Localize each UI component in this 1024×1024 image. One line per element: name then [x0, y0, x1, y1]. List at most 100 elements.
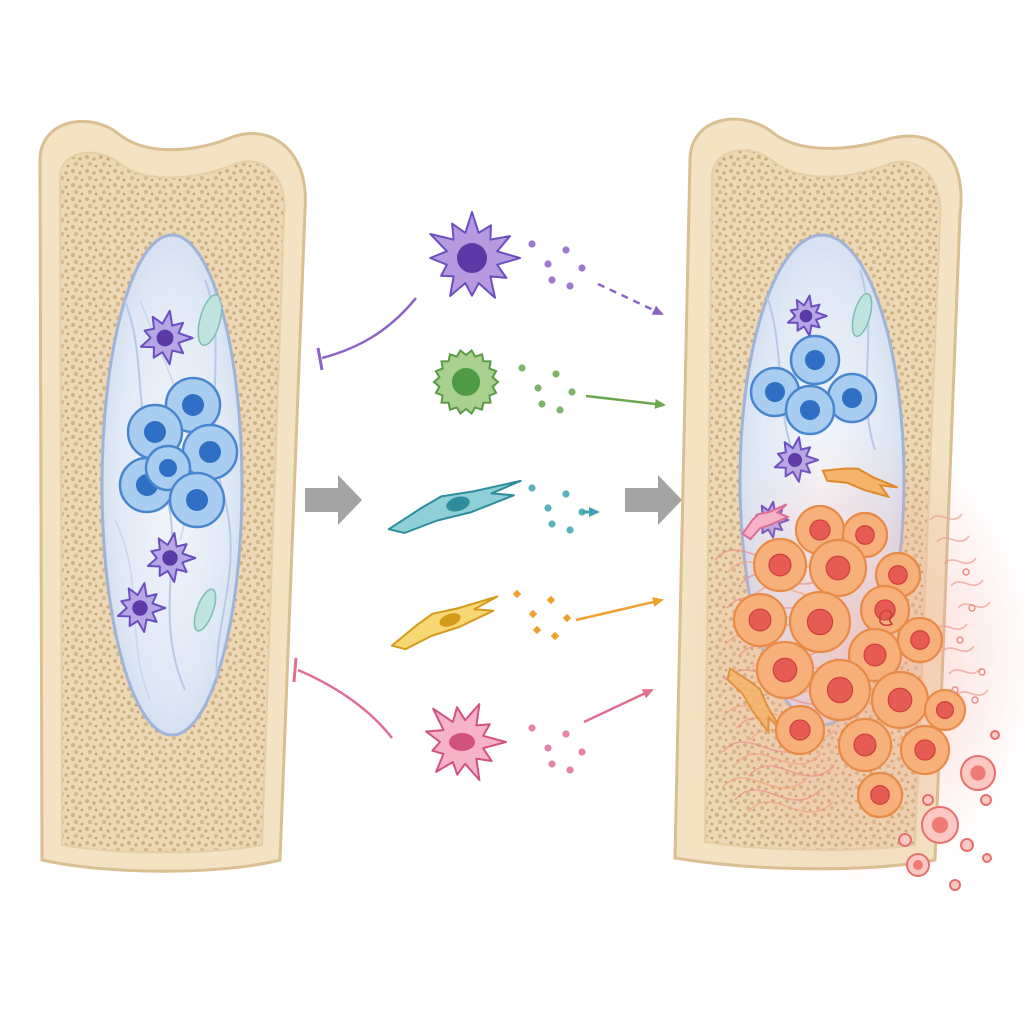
cell-nucleus — [449, 733, 475, 751]
fiber — [948, 667, 982, 675]
niche-spiky-cell — [786, 294, 828, 337]
secreted-factor — [566, 282, 574, 290]
cell-nucleus — [888, 565, 908, 585]
cell-body — [949, 879, 961, 891]
secreted-factor — [550, 631, 560, 641]
stem-cell — [826, 372, 878, 424]
stem-cell — [789, 334, 841, 386]
signaling-cells — [292, 211, 666, 781]
fiber — [721, 777, 808, 789]
tumor-cell — [847, 627, 903, 683]
signal-dot — [978, 668, 986, 676]
signal-arrow — [597, 282, 664, 316]
cell-nucleus — [853, 733, 877, 757]
tumor-cell — [755, 640, 815, 700]
escaping-tumor-cell — [990, 730, 1000, 740]
fibroblast-cell — [821, 467, 899, 499]
cell-nucleus — [913, 860, 923, 870]
secreted-factor — [528, 609, 538, 619]
secreted-factor — [566, 766, 574, 774]
fiber — [747, 801, 834, 813]
tumor-cell — [856, 771, 904, 819]
process-arrow-right — [625, 475, 682, 525]
teal-cell — [387, 479, 600, 534]
secreted-factor — [532, 625, 542, 635]
cell-body — [898, 833, 912, 847]
secreted-factor — [556, 406, 564, 414]
cell-nucleus — [162, 550, 178, 566]
cell-nucleus — [870, 785, 890, 805]
secreted-factor — [544, 504, 552, 512]
inhibition-stem — [321, 297, 417, 360]
cell-nucleus — [825, 555, 851, 581]
cell-nucleus — [799, 309, 813, 323]
cell-body — [922, 794, 934, 806]
secreted-factor — [548, 760, 556, 768]
secreted-factor — [562, 730, 570, 738]
cell-body — [960, 838, 974, 852]
tumor-cell — [752, 537, 808, 593]
signal-arrow — [583, 688, 654, 724]
cell-nucleus — [826, 676, 854, 704]
inhibition-stem — [297, 668, 393, 739]
fibroblast-cell — [726, 666, 783, 735]
cell-nucleus — [863, 643, 887, 667]
secreted-factor — [562, 613, 572, 623]
tumor-cell — [774, 704, 826, 756]
tumor-cell — [837, 717, 893, 773]
stem-cell — [168, 471, 226, 529]
cell-nucleus — [457, 243, 487, 273]
fiber — [950, 579, 984, 587]
tumor-cell — [808, 658, 872, 722]
signal-dot — [968, 604, 976, 612]
secreted-factor — [562, 246, 570, 254]
tumor-cell — [923, 688, 967, 732]
secreted-factor — [544, 260, 552, 268]
escaping-tumor-cell — [980, 794, 992, 806]
yellow-cell — [390, 589, 664, 651]
signal-arrow — [575, 597, 664, 622]
secreted-factor — [528, 484, 536, 492]
cell-nucleus — [935, 700, 954, 719]
inhibition-line — [316, 297, 417, 371]
inhibition-line — [292, 657, 393, 739]
signal-dot — [962, 568, 970, 576]
pink-stromal-cell — [741, 503, 791, 541]
tumor-cell — [808, 538, 868, 598]
cell-nucleus — [452, 368, 480, 396]
fiber — [748, 765, 835, 777]
cell-nucleus — [132, 600, 148, 616]
secreted-factor — [548, 520, 556, 528]
cell-nucleus — [910, 630, 930, 650]
stem-cell-cluster — [749, 334, 878, 436]
fiber — [734, 789, 821, 801]
pink-cell — [292, 657, 654, 781]
cell-nucleus — [887, 687, 913, 713]
niche-spiky-cell — [116, 582, 167, 633]
green-cell — [432, 348, 666, 416]
secreted-factor — [528, 724, 536, 732]
escaping-tumor-cell — [922, 794, 934, 806]
healthy-bone — [38, 119, 307, 873]
cell-nucleus — [156, 329, 174, 347]
secreted-factor — [566, 526, 574, 534]
cell-nucleus — [855, 525, 875, 545]
escaping-tumor-cell — [960, 838, 974, 852]
cell-nucleus — [931, 816, 949, 834]
secreted-factor — [538, 400, 546, 408]
cell-nucleus — [446, 496, 470, 512]
escaping-tumor-cell — [921, 806, 959, 844]
niche-spiky-cell — [146, 532, 197, 583]
stem-cell — [181, 423, 239, 481]
secreted-factor — [578, 748, 586, 756]
cell-nucleus — [772, 657, 798, 683]
stem-cell — [784, 384, 836, 436]
cell-nucleus — [970, 765, 986, 781]
tumor-cell — [788, 590, 852, 654]
niche-spiky-cell — [139, 309, 194, 366]
stem-cell-cluster — [118, 376, 239, 529]
niche-spiky-cells — [116, 309, 197, 633]
fiber — [941, 645, 975, 653]
